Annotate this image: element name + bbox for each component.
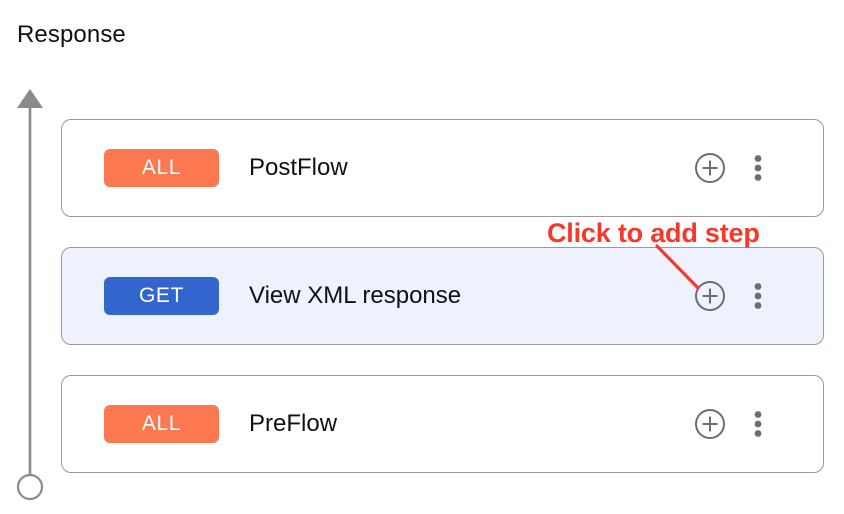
plus-circle-icon <box>695 409 725 439</box>
method-badge-get: GET <box>104 277 219 315</box>
method-badge-all: ALL <box>104 149 219 187</box>
add-step-button[interactable] <box>694 152 726 184</box>
plus-circle-icon <box>695 153 725 183</box>
page-title: Response <box>17 21 126 48</box>
flow-direction-axis <box>6 82 58 507</box>
add-step-button[interactable] <box>694 280 726 312</box>
flow-step-actions <box>694 280 770 312</box>
flow-step-row-postflow[interactable]: ALL PostFlow <box>61 119 824 217</box>
flow-step-actions <box>694 152 770 184</box>
more-vertical-icon <box>754 155 762 181</box>
flow-step-list: ALL PostFlow <box>61 119 824 503</box>
more-options-button[interactable] <box>726 408 770 440</box>
upward-arrow-icon <box>16 89 44 501</box>
add-step-button[interactable] <box>694 408 726 440</box>
more-vertical-icon <box>754 283 762 309</box>
plus-circle-icon <box>695 281 725 311</box>
flow-step-row-preflow[interactable]: ALL PreFlow <box>61 375 824 473</box>
method-badge-all: ALL <box>104 405 219 443</box>
flow-step-label: PostFlow <box>249 154 348 181</box>
flow-step-label: PreFlow <box>249 410 338 437</box>
flow-step-actions <box>694 408 770 440</box>
more-options-button[interactable] <box>726 152 770 184</box>
flow-step-label: View XML response <box>249 282 462 309</box>
more-options-button[interactable] <box>726 280 770 312</box>
flow-step-row-view-xml-response[interactable]: GET View XML response <box>61 247 824 345</box>
more-vertical-icon <box>754 411 762 437</box>
